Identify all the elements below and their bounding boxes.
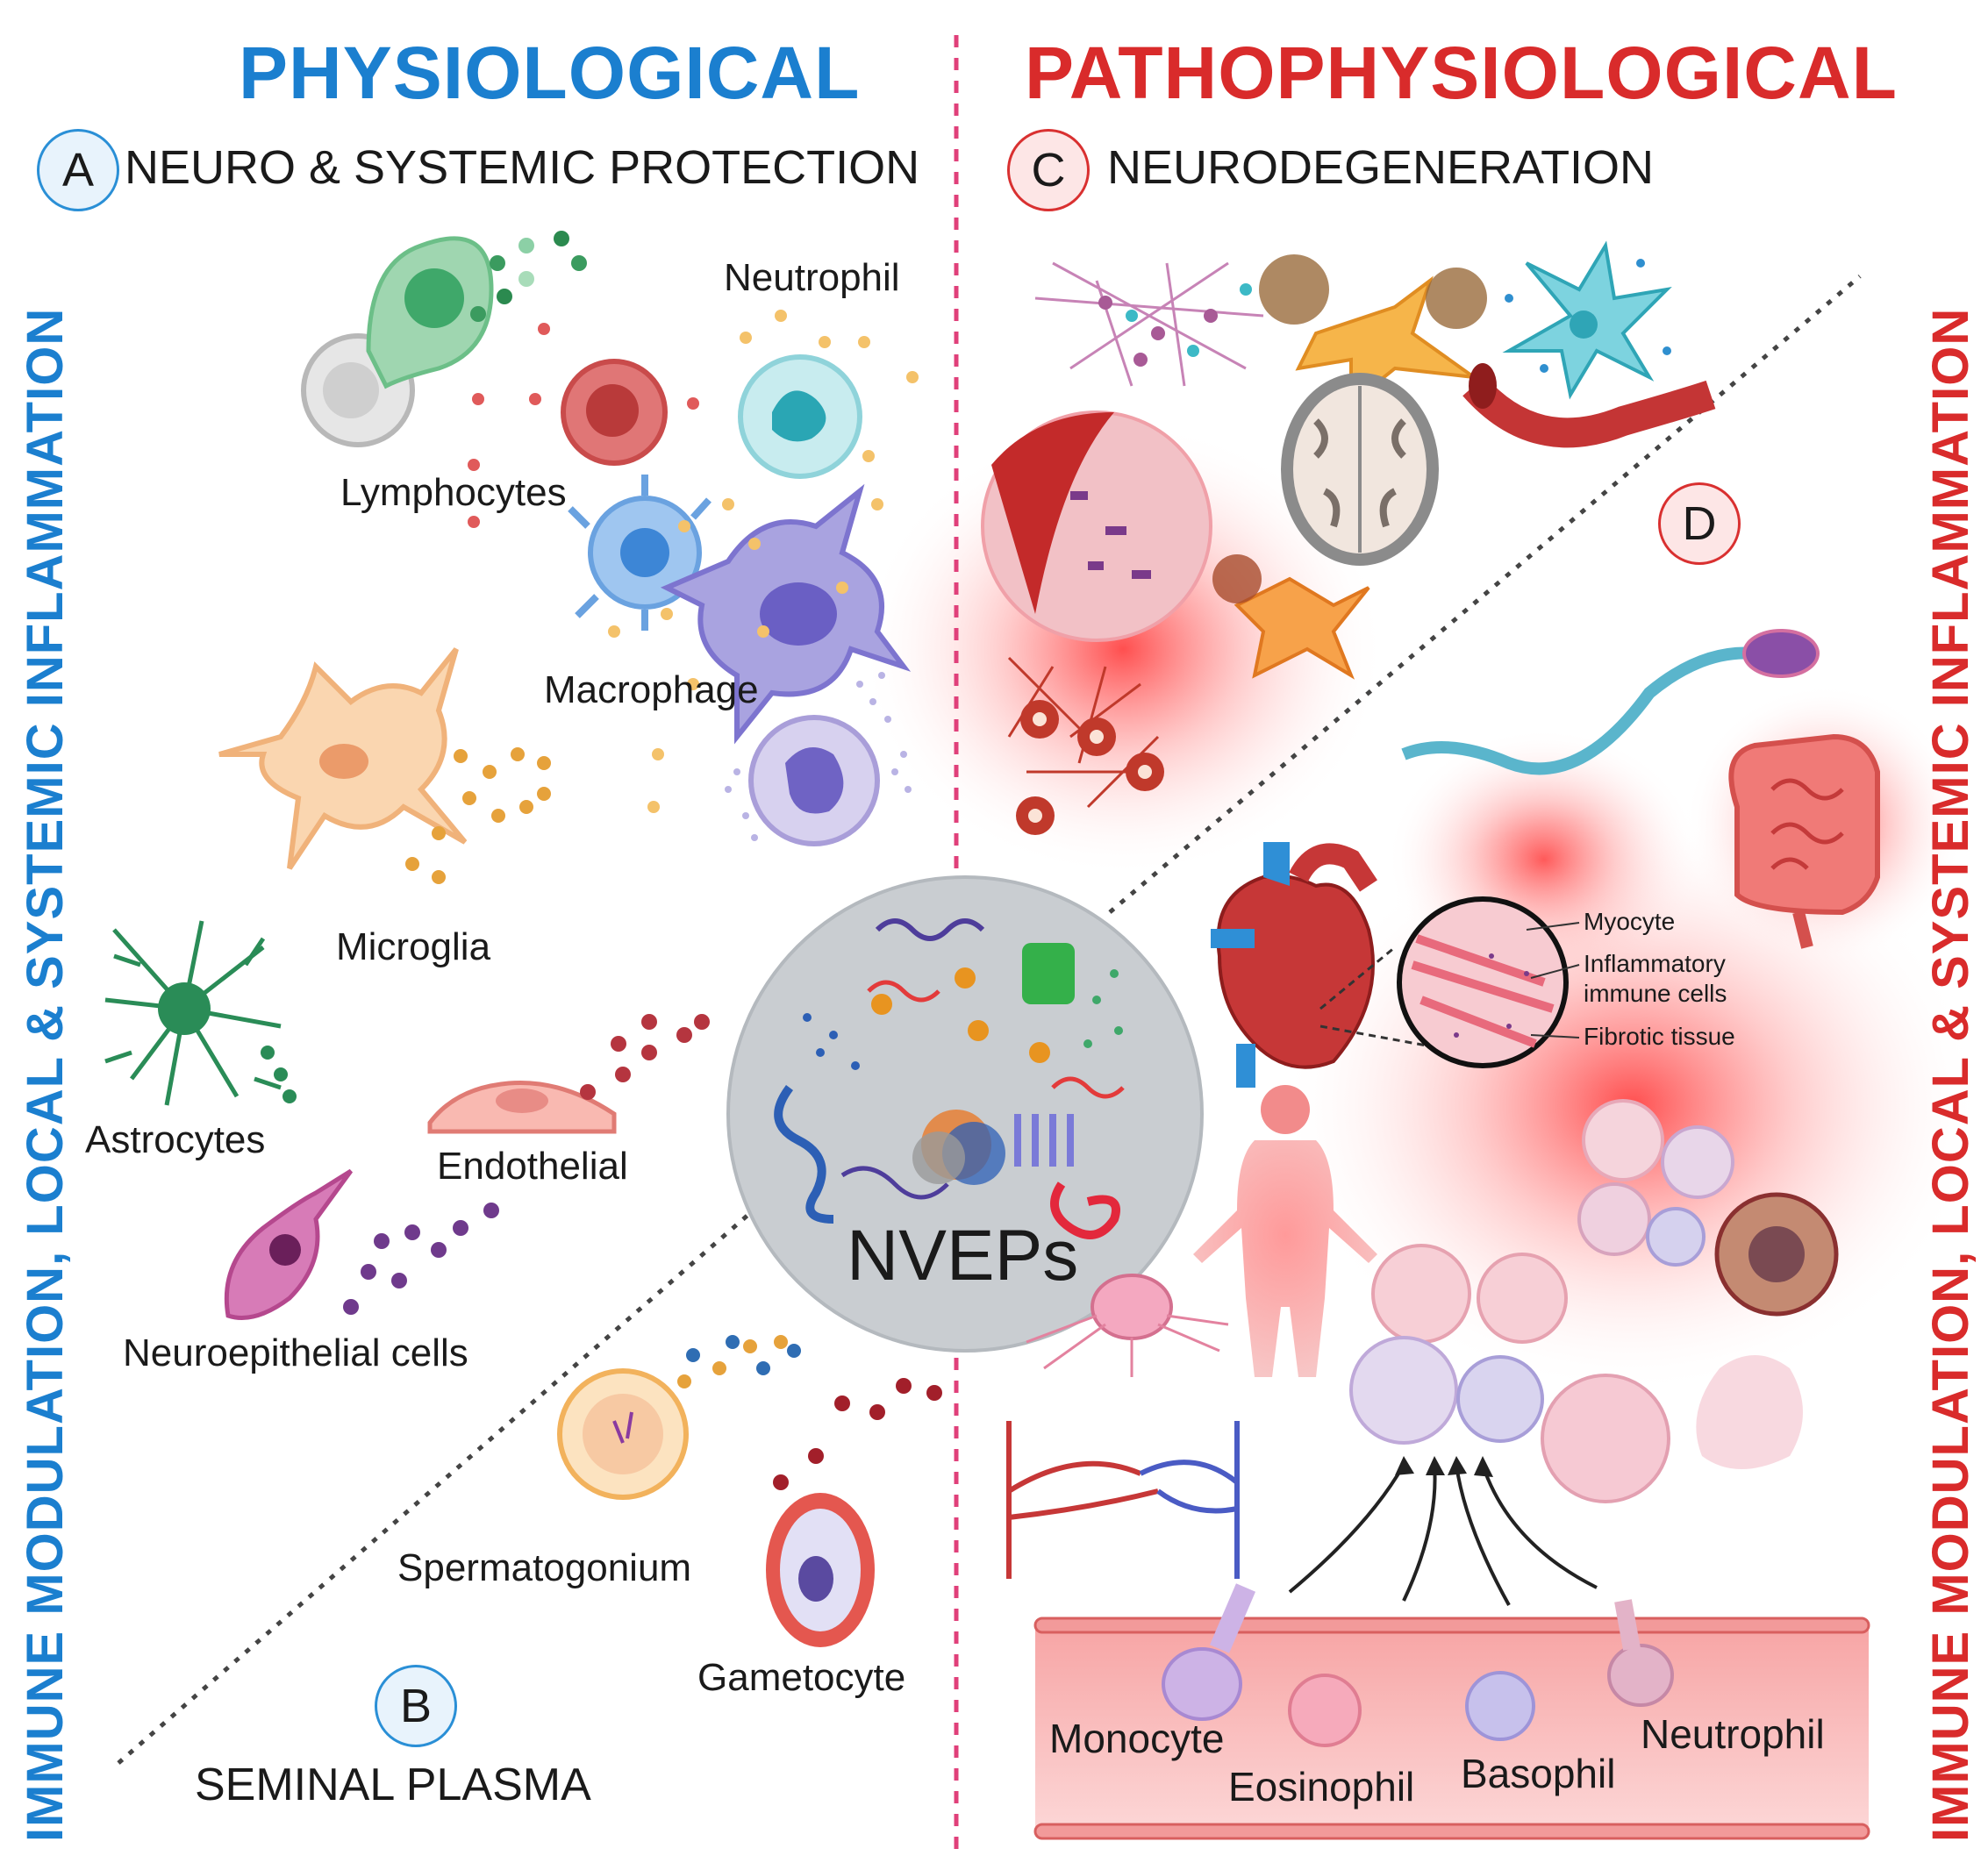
granulocyte-illustration <box>751 717 877 844</box>
fibrotic-tissue-label: Fibrotic tissue <box>1584 1023 1735 1051</box>
basophil-label: Basophil <box>1461 1750 1615 1797</box>
microglia-label: Microglia <box>336 925 490 969</box>
gametocyte-illustration <box>766 1493 875 1647</box>
astrocytes-label: Astrocytes <box>85 1118 265 1162</box>
section-b-badge: B <box>375 1665 457 1747</box>
blood-vessel-zoom-illustration <box>983 412 1211 640</box>
blue-neuron-illustration <box>1469 246 1711 432</box>
migration-arrows <box>1290 1465 1597 1605</box>
pathophysiological-heading: PATHOPHYSIOLOGICAL <box>1025 31 1898 116</box>
red-cell-illustration <box>563 361 665 463</box>
neutrophil-label: Neutrophil <box>724 256 900 300</box>
inflammatory-cells-label-line1: Inflammatory <box>1584 950 1726 978</box>
section-b-title: SEMINAL PLASMA <box>195 1759 591 1811</box>
section-c-badge: C <box>1007 129 1090 211</box>
section-a-badge: A <box>37 129 119 211</box>
lymphocytes-illustration <box>304 239 491 445</box>
heart-tissue-zoom <box>1399 899 1566 1066</box>
microglia-illustration <box>219 649 465 868</box>
section-c-title: NEURODEGENERATION <box>1107 140 1654 195</box>
spermatogonium-illustration <box>560 1371 686 1497</box>
macrophage-label: Macrophage <box>544 668 759 712</box>
inflammatory-cells-label-line2: immune cells <box>1584 980 1727 1008</box>
neuroepithelial-illustration <box>226 1171 351 1318</box>
gametocyte-label: Gametocyte <box>697 1656 905 1700</box>
nveps-label: NVEPs <box>847 1215 1078 1297</box>
neuron-network-illustration <box>1035 263 1263 386</box>
vessel-neutrophil-label: Neutrophil <box>1641 1710 1825 1758</box>
physiological-heading: PHYSIOLOGICAL <box>239 31 860 116</box>
dendritic-cell-illustration <box>570 475 721 631</box>
vasculature-illustration <box>1009 1421 1237 1579</box>
neuroepithelial-label: Neuroepithelial cells <box>123 1331 468 1375</box>
monocyte-label: Monocyte <box>1049 1715 1224 1762</box>
endothelial-label: Endothelial <box>437 1145 628 1188</box>
lymphocytes-label: Lymphocytes <box>340 471 567 515</box>
brain-illustration <box>1281 373 1439 566</box>
myocyte-label: Myocyte <box>1584 908 1675 936</box>
section-d-badge: D <box>1658 482 1741 565</box>
spermatogonium-label: Spermatogonium <box>397 1546 691 1590</box>
right-side-label: IMMUNE MODULATION, LOCAL & SYSTEMIC INFL… <box>1921 308 1980 1842</box>
section-a-title: NEURO & SYSTEMIC PROTECTION <box>125 140 919 195</box>
neutrophil-illustration <box>740 357 860 476</box>
left-side-label: IMMUNE MODULATION, LOCAL & SYSTEMIC INFL… <box>16 308 75 1842</box>
eosinophil-label: Eosinophil <box>1228 1763 1414 1810</box>
